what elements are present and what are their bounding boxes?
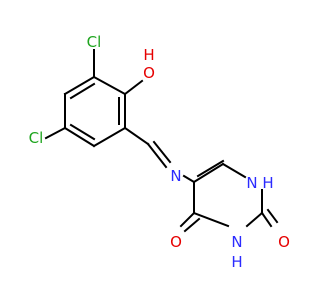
bond-carbonyl [266, 208, 279, 224]
bond-carbonyl [179, 211, 196, 228]
bond [63, 126, 96, 148]
bond [69, 82, 96, 100]
hydroxyl-hydrogen: H [143, 46, 154, 64]
hydroxyl-oxygen: O [143, 64, 155, 82]
bond-oh [123, 79, 144, 96]
ring-nitrogen-right: N [246, 174, 257, 192]
ring-nitrogen-right-hydrogen: H [262, 174, 273, 192]
ring-nitrogen-bottom-hydrogen: H [231, 253, 242, 271]
bond [69, 123, 96, 141]
bond [245, 211, 264, 228]
bond [221, 162, 247, 179]
imine-nitrogen: N [170, 167, 181, 185]
structure-drawing: Cl O H Cl N N H N H O O [29, 33, 290, 271]
bond [182, 174, 196, 184]
molecule-diagram: Cl O H Cl N N H N H O O [29, 33, 290, 271]
bond [146, 142, 168, 169]
bond [63, 75, 96, 96]
bond [196, 159, 225, 178]
bond-carbonyl [183, 217, 201, 233]
ring-nitrogen-bottom: N [231, 233, 242, 251]
bond [192, 162, 225, 184]
uracil-ring [192, 159, 264, 228]
bond [152, 140, 172, 164]
carbonyl-oxygen-left: O [170, 233, 182, 251]
chlorine-atom-left: Cl [29, 129, 44, 147]
bond [92, 75, 127, 96]
bond [123, 126, 150, 146]
bond [92, 126, 127, 148]
carbonyl-oxygen-right: O [278, 233, 290, 251]
phenol-ring [63, 75, 127, 148]
bond-cl-left [44, 126, 67, 140]
bond [192, 211, 230, 228]
chlorine-atom-top: Cl [87, 33, 102, 51]
bond-carbonyl [260, 211, 273, 228]
